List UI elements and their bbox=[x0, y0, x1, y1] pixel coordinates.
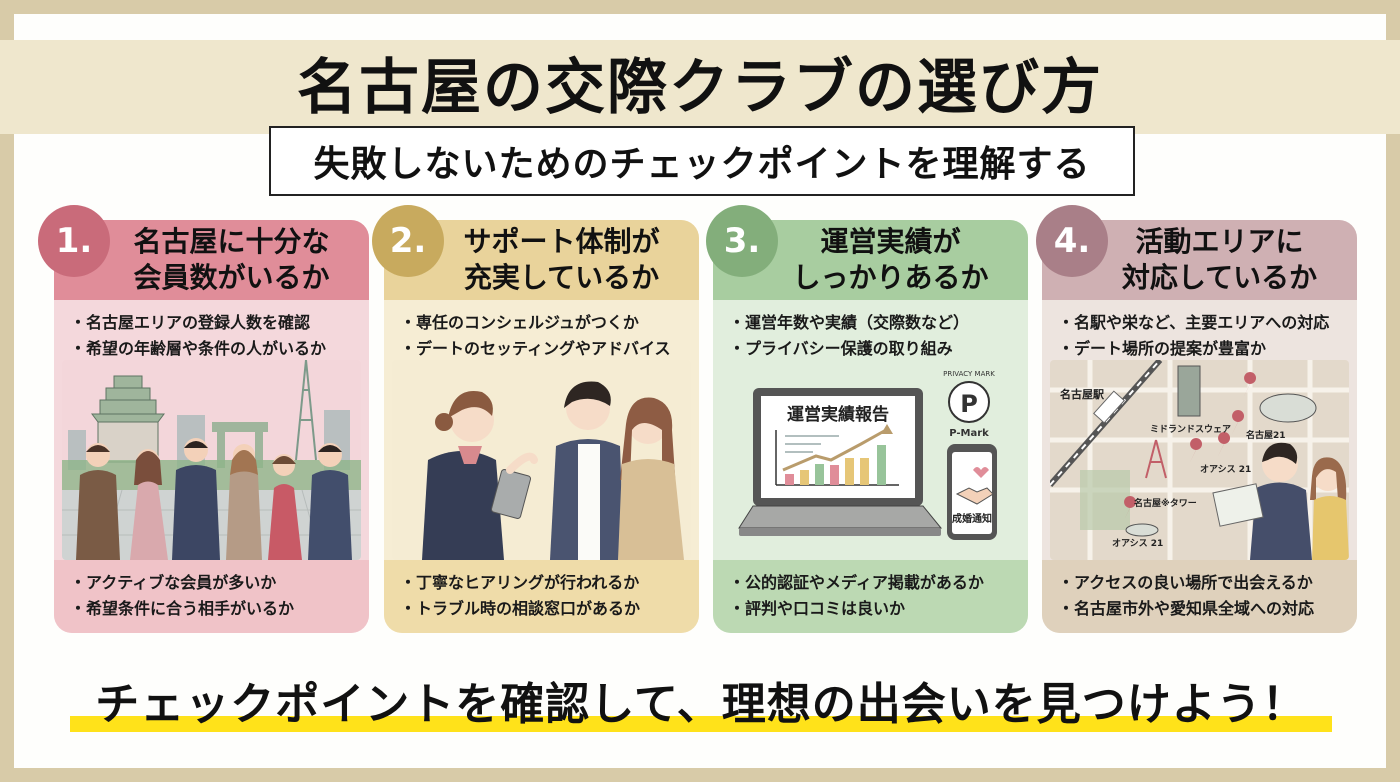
bullet-point: ・運営年数や実績（交際数など） bbox=[729, 313, 970, 332]
svg-text:P: P bbox=[960, 390, 978, 418]
card-3-title-line-2: しっかりあるか bbox=[792, 261, 989, 294]
title-band bbox=[0, 40, 1400, 134]
card-2-title-line-1: サポート体制が bbox=[463, 225, 660, 258]
bullet-point: ・トラブル時の相談窓口があるか bbox=[400, 599, 641, 618]
card-2-points-top: ・専任のコンシェルジュがつくか ・デートのセッティングやアドバイス bbox=[384, 300, 699, 360]
card-2-number-badge: 2. bbox=[372, 205, 444, 277]
laptop-report-heading: 運営実績報告 bbox=[787, 404, 889, 425]
page-subtitle: 失敗しないためのチェックポイントを理解する bbox=[269, 126, 1135, 196]
card-4-title-line-1: 活動エリアに bbox=[1135, 225, 1304, 258]
card-3-points-bottom: ・公的認証やメディア掲載があるか ・評判や口コミは良いか bbox=[713, 560, 1028, 633]
card-4-title-line-2: 対応しているか bbox=[1121, 261, 1318, 294]
bullet-point: ・プライバシー保護の取り組み bbox=[729, 339, 953, 358]
bullet-point: ・丁寧なヒアリングが行われるか bbox=[400, 573, 640, 592]
bullet-point: ・評判や口コミは良いか bbox=[729, 599, 906, 618]
card-1-title-line-2: 会員数がいるか bbox=[133, 261, 330, 294]
card-4-number-badge: 4. bbox=[1036, 205, 1108, 277]
nagoya-map-illustration: 名古屋駅 ミドランドスウェア 名古屋21 オアシス 21 名古屋※タワー オアシ… bbox=[1050, 360, 1349, 560]
map-label-oasis21-b: オアシス 21 bbox=[1112, 538, 1163, 549]
card-4-points-top: ・名駅や栄など、主要エリアへの対応 ・デート場所の提案が豊富か bbox=[1042, 300, 1357, 360]
card-4-points-bottom: ・アクセスの良い場所で出会えるか ・名古屋市外や愛知県全域への対応 bbox=[1042, 560, 1357, 633]
card-3-number-badge: 3. bbox=[706, 205, 778, 277]
card-1-points-bottom: ・アクティブな会員が多いか ・希望条件に合う相手がいるか bbox=[54, 560, 369, 633]
card-2-title-line-2: 充実しているか bbox=[463, 261, 660, 294]
map-label-nagoya21: 名古屋21 bbox=[1246, 429, 1286, 441]
map-label-nagoya-station: 名古屋駅 bbox=[1060, 387, 1104, 401]
bullet-point: ・名古屋市外や愛知県全域への対応 bbox=[1058, 599, 1315, 618]
pmark-arc-text: PRIVACY MARK bbox=[943, 370, 995, 378]
map-label-midland-square: ミドランドスウェア bbox=[1150, 424, 1231, 435]
concierge-with-couple-illustration bbox=[392, 360, 691, 560]
card-2-points-bottom: ・丁寧なヒアリングが行われるか ・トラブル時の相談窓口があるか bbox=[384, 560, 699, 633]
card-1-points-top: ・名古屋エリアの登録人数を確認 ・希望の年齢層や条件の人がいるか bbox=[54, 300, 369, 360]
card-2-support-system: サポート体制が 充実しているか ・専任のコンシェルジュがつくか ・デートのセッテ… bbox=[384, 220, 699, 633]
phone-label: 成婚通知 bbox=[952, 512, 992, 525]
bullet-point: ・名駅や栄など、主要エリアへの対応 bbox=[1058, 313, 1330, 332]
card-3-track-record: 運営実績が しっかりあるか ・運営年数や実績（交際数など） ・プライバシー保護の… bbox=[713, 220, 1028, 633]
bullet-point: ・アクティブな会員が多いか bbox=[70, 573, 277, 592]
bullet-point: ・名古屋エリアの登録人数を確認 bbox=[70, 313, 311, 332]
card-1-number-badge: 1. bbox=[38, 205, 110, 277]
bullet-point: ・希望の年齢層や条件の人がいるか bbox=[70, 339, 327, 358]
page-title: 名古屋の交際クラブの選び方 bbox=[297, 53, 1103, 123]
bullet-point: ・デートのセッティングやアドバイス bbox=[400, 339, 671, 358]
card-1-member-count: 名古屋に十分な 会員数がいるか ・名古屋エリアの登録人数を確認 ・希望の年齢層や… bbox=[54, 220, 369, 633]
bullet-point: ・デート場所の提案が豊富か bbox=[1058, 339, 1267, 358]
cta-message: チェックポイントを確認して、理想の出会いを見つけよう！ bbox=[95, 679, 1307, 730]
map-label-oasis21: オアシス 21 bbox=[1200, 464, 1251, 475]
map-label-tower: 名古屋※タワー bbox=[1134, 497, 1197, 509]
bullet-point: ・専任のコンシェルジュがつくか bbox=[400, 313, 639, 332]
bullet-point: ・希望条件に合う相手がいるか bbox=[70, 599, 295, 618]
pmark-label: P-Mark bbox=[949, 428, 989, 439]
group-of-members-illustration bbox=[62, 360, 361, 560]
card-3-title-line-1: 運営実績が bbox=[820, 225, 961, 258]
card-4-activity-area: 活動エリアに 対応しているか ・名駅や栄など、主要エリアへの対応 ・デート場所の… bbox=[1042, 220, 1357, 633]
laptop-report-illustration: 運営実績報告 P PRIVACY MARK P-Mark bbox=[721, 360, 1020, 560]
cta-highlight-bar bbox=[70, 716, 1332, 732]
card-1-title-line-1: 名古屋に十分な bbox=[133, 225, 330, 258]
bullet-point: ・公的認証やメディア掲載があるか bbox=[729, 573, 984, 592]
card-3-points-top: ・運営年数や実績（交際数など） ・プライバシー保護の取り組み bbox=[713, 300, 1028, 360]
bullet-point: ・アクセスの良い場所で出会えるか bbox=[1058, 573, 1313, 592]
